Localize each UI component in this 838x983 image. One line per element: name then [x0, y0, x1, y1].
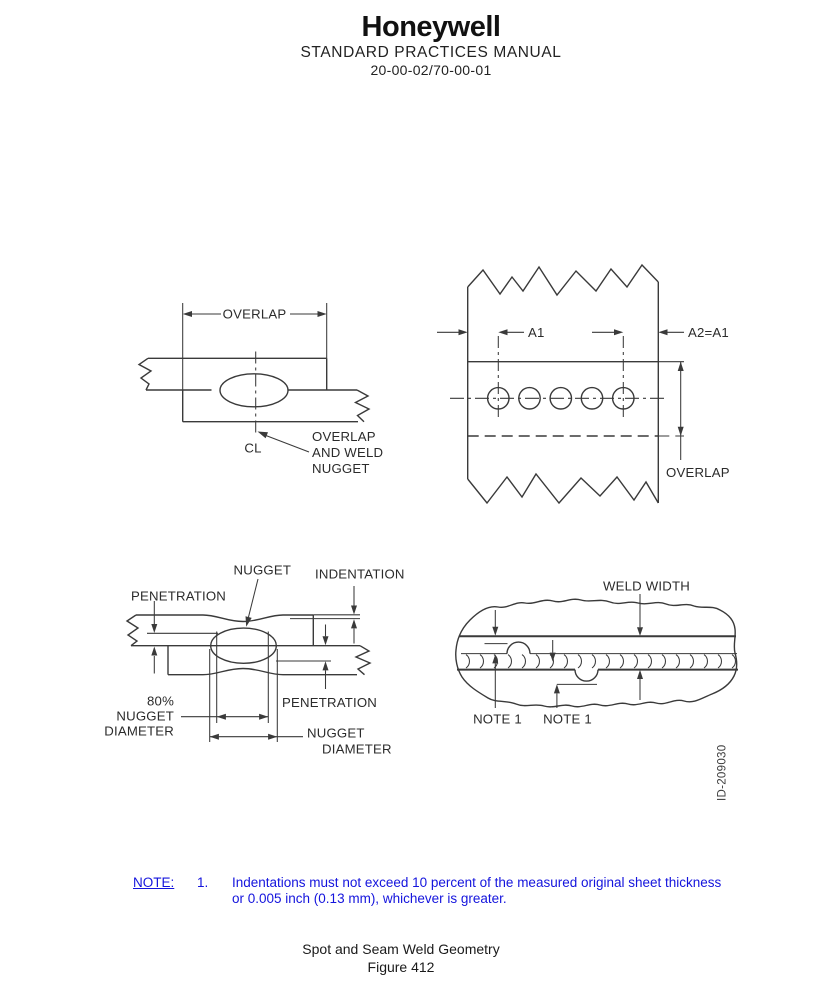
label-note1-a: NOTE 1	[473, 712, 522, 727]
diagram-seam-weld-top-view: WELD WIDTH NOTE 1 NOTE 1	[455, 579, 738, 727]
note-text-line1: Indentations must not exceed 10 percent …	[232, 875, 722, 890]
note-text-line2: or 0.005 inch (0.13 mm), whichever is gr…	[232, 891, 507, 907]
label-a1-dim: A1	[528, 325, 545, 340]
note-text: Indentations must not exceed 10 percent …	[232, 875, 772, 908]
label-80pct-line2: NUGGET	[116, 709, 174, 724]
label-centerline: CL	[244, 441, 261, 456]
figure-title: Spot and Seam Weld Geometry	[302, 941, 500, 957]
label-weld-width: WELD WIDTH	[603, 579, 690, 594]
figure-caption: Spot and Seam Weld Geometry Figure 412	[302, 940, 499, 976]
label-80pct-line1: 80%	[147, 694, 174, 709]
label-overlap-weld-nugget-2: AND WELD	[312, 445, 383, 460]
label-nugget-dia-line2: DIAMETER	[322, 742, 392, 757]
label-penetration-top: PENETRATION	[131, 589, 226, 604]
label-indentation: INDENTATION	[315, 567, 405, 582]
figure-id-vertical: ID-209030	[717, 745, 729, 801]
label-nugget-dia-line1: NUGGET	[307, 726, 365, 741]
diagram-spot-weld-spacing-top-view: A1 A2=A1 OVERLAP	[437, 263, 730, 505]
figure-number: Figure 412	[367, 959, 435, 975]
label-penetration-bottom: PENETRATION	[282, 695, 377, 710]
diagram-spot-overlap-side-view: OVERLAP CL OVERLAP AND WELD NUGGET	[137, 303, 383, 476]
label-a2-dim: A2=A1	[688, 325, 729, 340]
label-overlap-vertical-dim: OVERLAP	[666, 465, 730, 480]
diagram-spot-weld-cross-section: PENETRATION NUGGET INDENTATION PENETRATI…	[104, 563, 404, 757]
label-overlap-weld-nugget-1: OVERLAP	[312, 429, 376, 444]
label-nugget: NUGGET	[234, 563, 292, 578]
label-overlap-dim: OVERLAP	[223, 307, 287, 322]
honeywell-logo: Honeywell	[361, 11, 501, 43]
note-number: 1.	[197, 875, 209, 890]
document-number: 20-00-02/70-00-01	[370, 62, 492, 78]
note-label: NOTE:	[133, 875, 175, 890]
label-note1-b: NOTE 1	[543, 712, 592, 727]
label-overlap-weld-nugget-3: NUGGET	[312, 461, 370, 476]
manual-title: STANDARD PRACTICES MANUAL	[300, 44, 562, 61]
page-header: Honeywell STANDARD PRACTICES MANUAL 20-0…	[300, 11, 561, 78]
label-80pct-line3: DIAMETER	[104, 724, 174, 739]
